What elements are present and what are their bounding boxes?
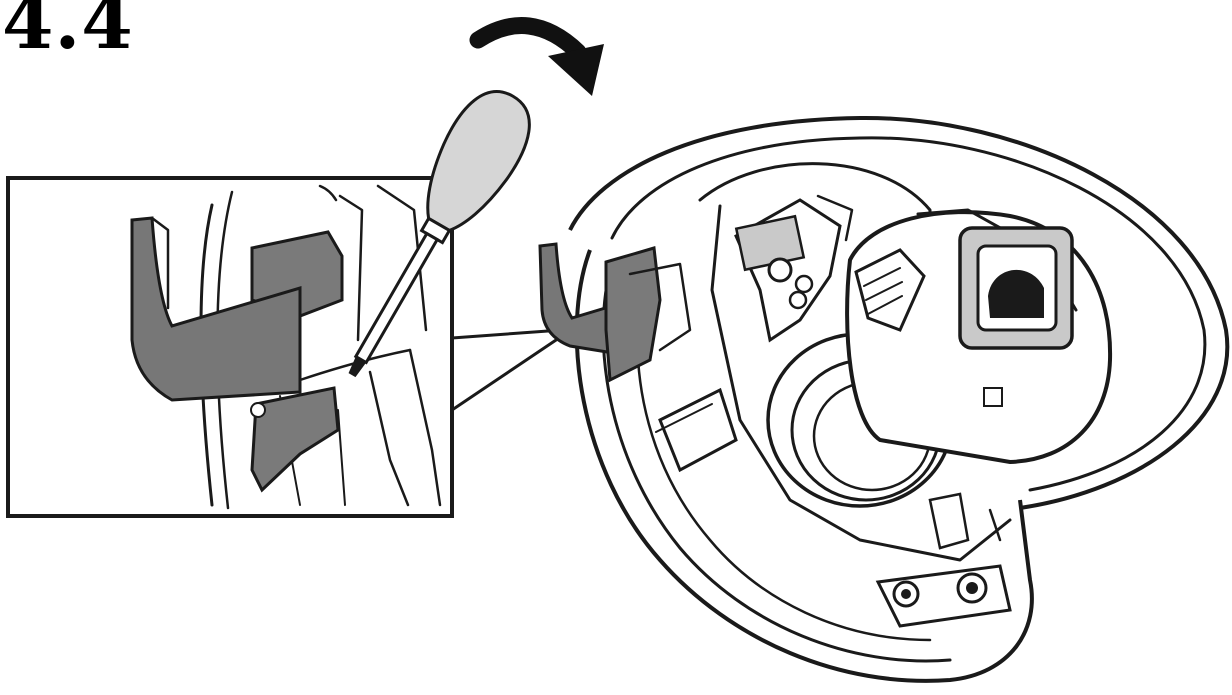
detail-inset	[6, 176, 564, 518]
rotation-arrow-icon	[469, 17, 604, 96]
inset-bracket-lower	[250, 386, 340, 493]
housing-bracket	[604, 246, 662, 383]
screwdriver-icon	[348, 90, 531, 378]
fuel-filler-housing	[538, 115, 1230, 683]
step-number: 4.4	[2, 0, 134, 66]
fuel-cap	[845, 208, 1113, 465]
lower-mount-bracket	[875, 492, 1012, 628]
inset-retaining-clip	[130, 216, 302, 402]
